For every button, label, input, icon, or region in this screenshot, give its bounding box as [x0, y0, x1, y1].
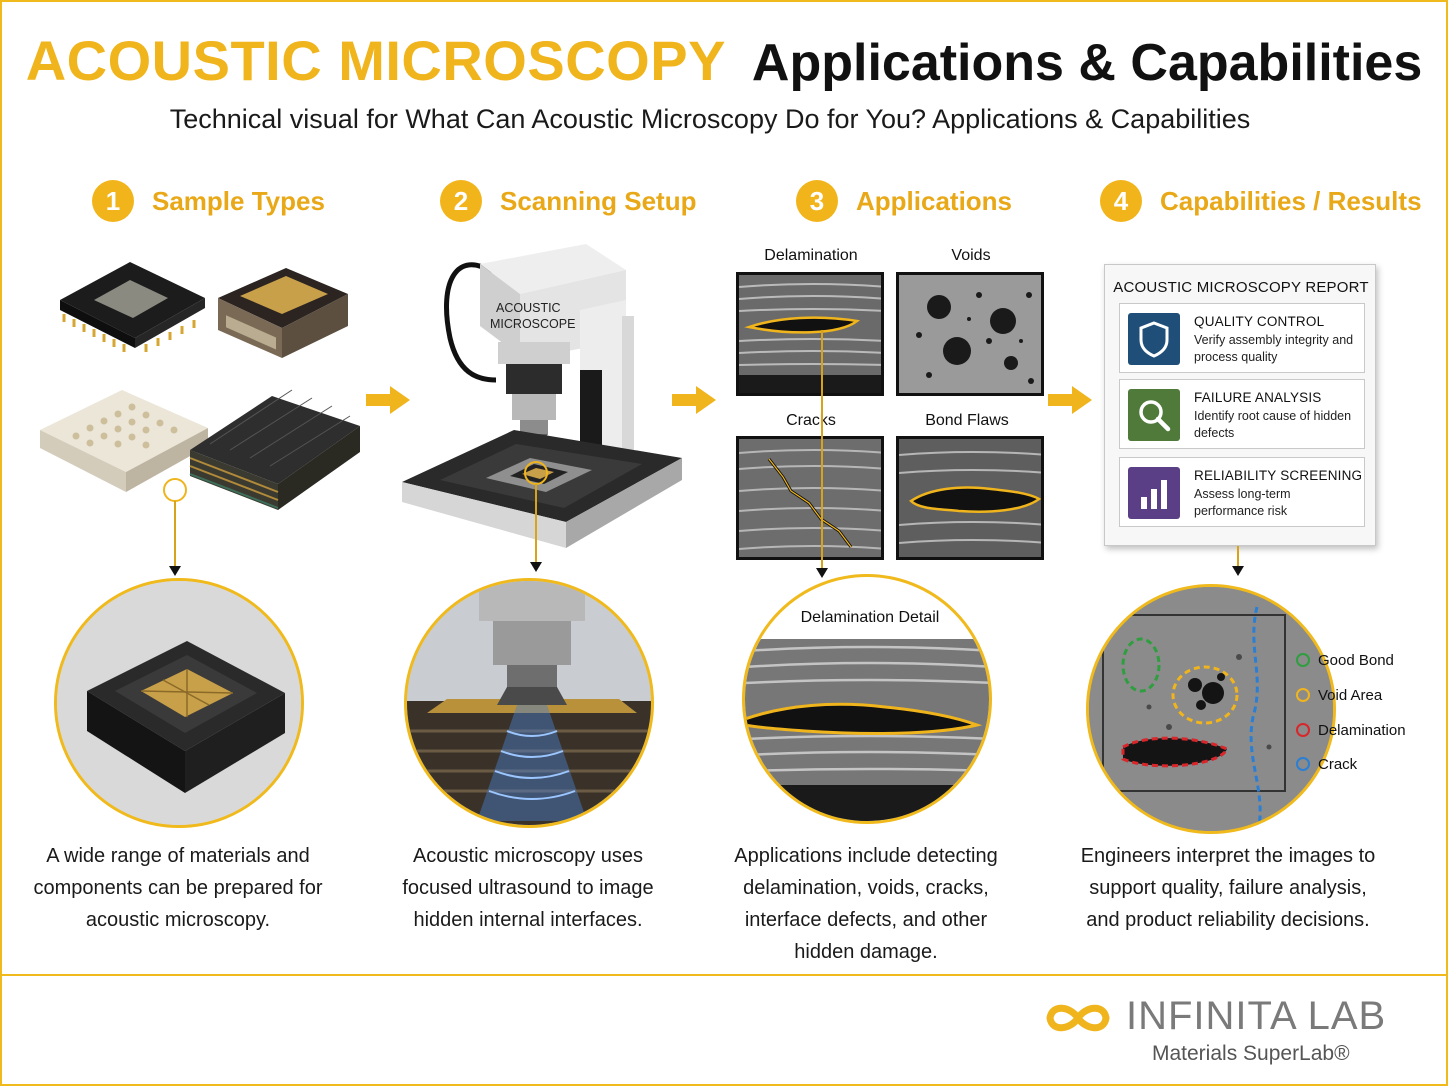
brand-name: INFINITA LAB	[1126, 994, 1387, 1038]
step-4-label: Capabilities / Results	[1160, 185, 1422, 216]
legend-item-crack: Crack	[1296, 754, 1357, 774]
magnifier-icon	[1128, 389, 1180, 441]
title-highlight: ACOUSTIC MICROSCOPY	[25, 29, 726, 92]
voids-scan-image	[896, 272, 1044, 396]
sample-closeup-circle	[54, 578, 304, 828]
report-item-desc: Verify assembly integrity and process qu…	[1194, 333, 1354, 364]
delamination-detail-image	[745, 639, 989, 821]
ic-package-image	[60, 262, 205, 352]
report-item-quality-control: QUALITY CONTROL Verify assembly integrit…	[1119, 303, 1365, 373]
microscope-label-line2: MICROSCOPE	[490, 317, 575, 331]
scan-label-voids: Voids	[951, 247, 991, 264]
scan-label-bond-flaws: Bond Flaws	[925, 412, 1009, 429]
legend-label: Void Area	[1318, 686, 1383, 704]
bar-chart-icon	[1128, 467, 1180, 519]
step-2-caption: Acoustic microscopy uses focused ultraso…	[402, 845, 654, 931]
page-subtitle: Technical visual for What Can Acoustic M…	[169, 104, 1251, 134]
report-item-failure-analysis: FAILURE ANALYSIS Identify root cause of …	[1119, 379, 1365, 449]
legend-ring-icon	[1296, 653, 1310, 667]
shield-icon	[1128, 313, 1180, 365]
legend-ring-icon	[1296, 757, 1310, 771]
legend-item-delamination: Delamination	[1296, 720, 1406, 740]
legend-ring-icon	[1296, 688, 1310, 702]
step-1-caption: A wide range of materials and components…	[33, 845, 323, 931]
acoustic-microscope-image: ACOUSTIC MICROSCOPE	[402, 244, 682, 572]
scan-label-cracks: Cracks	[786, 412, 836, 429]
step-1-header: 1 Sample Types	[92, 178, 325, 224]
legend-label: Delamination	[1318, 721, 1406, 739]
bond-flaws-scan-image	[896, 436, 1044, 560]
step-3-label: Applications	[856, 185, 1013, 216]
acoustic-microscopy-report: ACOUSTIC MICROSCOPY REPORT QUALITY CONTR…	[1104, 264, 1376, 546]
chip-closeup-image	[57, 581, 301, 825]
report-item-desc: Assess long-term performance risk	[1194, 487, 1291, 518]
report-callout-line	[1232, 546, 1244, 576]
composite-panel-image	[189, 389, 360, 510]
scan-label-delamination: Delamination	[764, 247, 858, 264]
delamination-detail-title: Delamination Detail	[800, 609, 940, 626]
title-rest: Applications & Capabilities	[751, 34, 1423, 92]
ceramic-substrate-image	[40, 390, 208, 492]
step-3-header: 3 Applications	[796, 178, 1012, 224]
results-map-circle	[1086, 584, 1336, 834]
legend-item-void-area: Void Area	[1296, 685, 1382, 705]
step-4-header: 4 Capabilities / Results	[1100, 178, 1422, 224]
page-title: ACOUSTIC MICROSCOPY Applications & Capabi…	[0, 28, 1448, 93]
report-item-desc: Identify root cause of hidden defects	[1194, 409, 1352, 440]
step-2-header: 2 Scanning Setup	[440, 178, 696, 224]
step-1-number: 1	[92, 180, 134, 222]
delamination-detail-circle: Delamination Detail	[742, 574, 992, 824]
delamination-callout-line	[816, 330, 828, 578]
footer-divider	[0, 974, 1448, 976]
step-3-number: 3	[796, 180, 838, 222]
report-item-heading: RELIABILITY SCREENING	[1194, 468, 1363, 483]
brand-tagline: Materials SuperLab®	[1152, 1042, 1350, 1065]
cracks-scan-image	[736, 436, 884, 560]
step-2-label: Scanning Setup	[500, 185, 697, 216]
report-item-reliability-screening: RELIABILITY SCREENING Assess long-term p…	[1119, 457, 1365, 527]
legend-item-good-bond: Good Bond	[1296, 650, 1394, 670]
step-4-caption: Engineers interpret the images to suppor…	[1080, 845, 1376, 931]
legend-ring-icon	[1296, 723, 1310, 737]
infinity-logo-icon	[1046, 1004, 1110, 1032]
legend-label: Good Bond	[1318, 651, 1394, 669]
step-1-label: Sample Types	[152, 185, 325, 216]
sample-types-illustration	[40, 262, 360, 576]
defect-map-image	[1089, 587, 1333, 831]
ultrasound-beam-image	[407, 581, 651, 825]
report-item-heading: QUALITY CONTROL	[1194, 314, 1325, 329]
step-2-number: 2	[440, 180, 482, 222]
microscope-label-line1: ACOUSTIC	[496, 301, 561, 315]
transducer-closeup-circle	[404, 578, 654, 828]
module-image	[218, 268, 348, 358]
step-4-number: 4	[1100, 180, 1142, 222]
report-title: ACOUSTIC MICROSCOPY REPORT	[1113, 279, 1369, 296]
delamination-scan-image	[736, 272, 884, 396]
report-item-heading: FAILURE ANALYSIS	[1194, 390, 1322, 405]
legend-label: Crack	[1318, 755, 1358, 773]
step-3-caption: Applications include detecting delaminat…	[734, 845, 998, 963]
